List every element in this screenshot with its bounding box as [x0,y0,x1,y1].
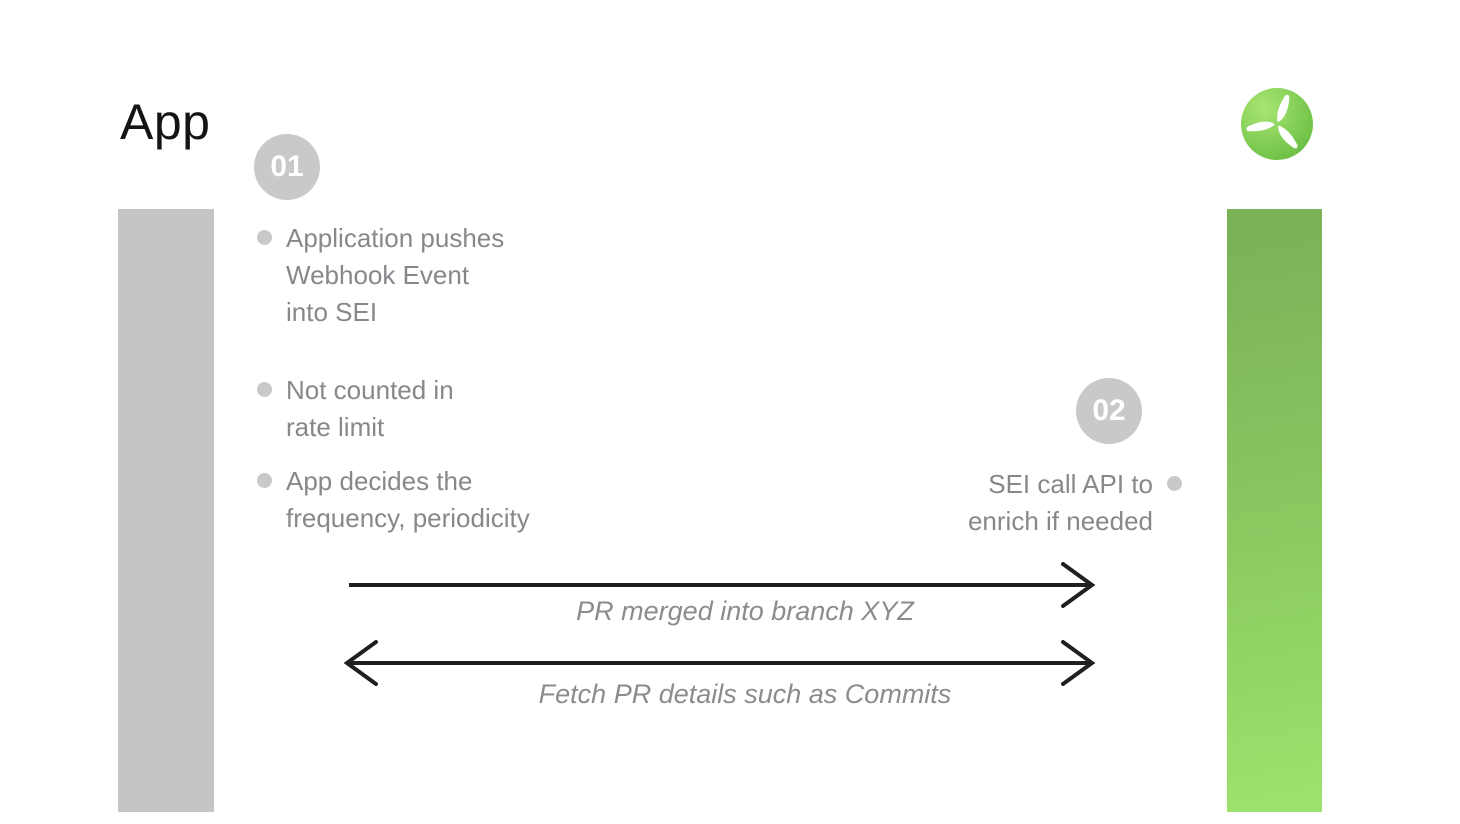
note-text: SEI call API to enrich if needed [967,469,1153,536]
bullet-dot-icon [257,382,272,397]
bidirectional-arrow [343,640,1096,686]
list-item: SEI call API to enrich if needed [968,466,1182,540]
propeller-logo-icon [1241,88,1313,160]
sei-column-bar [1227,209,1322,812]
bullet-dot-icon [257,230,272,245]
page-title: App [120,94,211,150]
forward-arrow-label: PR merged into branch XYZ [576,596,914,626]
list-item: Application pushes Webhook Event into SE… [257,220,504,331]
list-item: App decides the frequency, periodicity [257,463,530,537]
note-text: App decides the frequency, periodicity [286,466,530,533]
step-1-number: 01 [270,150,304,183]
step-2-number: 02 [1092,394,1126,427]
step-2-badge: 02 [1076,378,1142,444]
note-text: Application pushes Webhook Event into SE… [286,223,505,327]
bullet-dot-icon [1167,476,1182,491]
note-text: Not counted in rate limit [286,375,454,442]
bullet-dot-icon [257,473,272,488]
step-1-badge: 01 [254,134,320,200]
bidirectional-arrow-label: Fetch PR details such as Commits [538,679,952,709]
app-column-bar [118,209,214,812]
forward-arrow [349,562,1096,608]
list-item: Not counted in rate limit [257,372,454,446]
